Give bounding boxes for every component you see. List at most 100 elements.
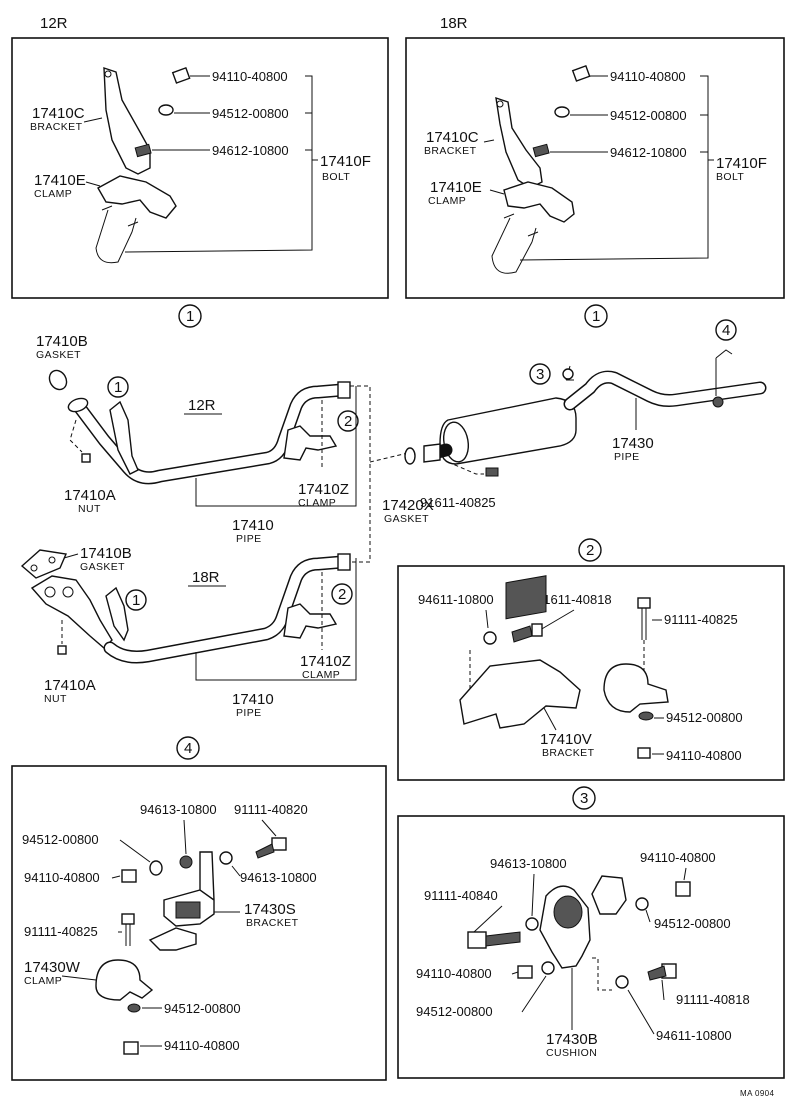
d4-nut-94110-b-label: 94110-40800: [164, 1038, 240, 1053]
inset-12r: 12R 94110-40800 94512-00800 94612-10800 …: [11, 15, 389, 328]
detail-3-circle: [572, 786, 596, 810]
inset-12r-clamp-code: 17410E: [34, 172, 86, 189]
d3-nut-94110-b-label: 94110-40800: [416, 966, 492, 981]
inset-18r-clamp-name: CLAMP: [428, 195, 466, 207]
gasket-18r-name: GASKET: [80, 561, 125, 573]
inset-12r-ref-number: 1: [186, 308, 194, 325]
d4-clamp-drawing: [95, 959, 154, 1001]
pipe-18r-assembly: 17410B GASKET 1 17410A NUT 18R 2 17410 P…: [20, 545, 357, 719]
tail-pipe-code: 17430: [612, 435, 654, 452]
muffler-assembly: 17420X GASKET 3 4 91611-40825 17430 PIPE: [382, 319, 767, 525]
d3-bolt-91111-840-label: 91111-40840: [424, 888, 498, 903]
d2-nut-icon: [637, 747, 651, 759]
detail-2-circle: [578, 538, 602, 562]
d4-washer-94613-b-label: 94613-10800: [240, 870, 317, 885]
inset-18r-bolt-name: BOLT: [716, 171, 744, 183]
ref-number-1-12r: 1: [114, 379, 122, 396]
d3-bolt-91111-818-label: 91111-40818: [676, 992, 750, 1007]
model-12r-label: 12R: [188, 397, 216, 414]
gasket-x-code: 17420X: [382, 497, 434, 514]
d3-nut-94110-a-label: 94110-40800: [640, 850, 716, 865]
joint-dashed-lines: [350, 385, 413, 563]
inset-12r-frame: [11, 37, 389, 299]
tail-pipe-name: PIPE: [614, 451, 640, 463]
pipe-12r-name: PIPE: [236, 533, 262, 545]
gasket-x-name: GASKET: [384, 513, 429, 525]
gasket-x-icon: [404, 447, 416, 465]
nut-18r-code: 17410A: [44, 677, 96, 694]
inset-18r-frame: [405, 37, 785, 299]
d4-clamp-name: CLAMP: [24, 975, 62, 987]
d3-cushion-name: CUSHION: [546, 1047, 597, 1059]
inset-12r-washer-icon: [158, 104, 174, 116]
d3-washer-94512-a-label: 94512-00800: [654, 916, 731, 931]
inset-18r-washer-icon: [554, 106, 570, 118]
detail-4-number: 4: [184, 740, 192, 757]
inset-18r-ref-number: 1: [592, 308, 600, 325]
clamp-18r-code: 17410Z: [300, 653, 351, 670]
detail-2: 2 94611-10800 91611-40818 91111-40825 94…: [397, 538, 785, 781]
pipe-18r-code: 17410: [232, 691, 274, 708]
ref-number-3: 3: [536, 366, 544, 383]
ref-circle-2-18r: [331, 583, 353, 605]
d2-bolt-icon: [511, 625, 533, 643]
detail-4-circle: [176, 736, 200, 760]
clamp-12r-drawing: [283, 425, 338, 461]
inset-18r: 18R 94110-40800 94512-00800 94612-10800 …: [405, 15, 785, 328]
d4-bolt-91111-820-label: 91111-40820: [234, 802, 308, 817]
ref-number-4: 4: [722, 322, 730, 339]
d4-washer-94613-label: 94613-10800: [140, 802, 217, 817]
d3-washer-94613-label: 94613-10800: [490, 856, 567, 871]
inset-12r-bracket-code: 17410C: [32, 105, 85, 122]
d4-washer-b-icon: [219, 851, 233, 865]
pipe-12r-assembly: 17410B GASKET 1 17410A NUT 12R 2 17410 P…: [36, 333, 359, 545]
d2-nut-94110-label: 94110-40800: [666, 748, 742, 763]
d4-nut-b-icon: [123, 1041, 139, 1055]
d4-bracket-code: 17430S: [244, 901, 296, 918]
inset-18r-washer-label: 94512-00800: [610, 108, 687, 123]
detail-2-number: 2: [586, 542, 594, 559]
pipe-12r-code: 17410: [232, 517, 274, 534]
pipe-18r-name: PIPE: [236, 707, 262, 719]
pipe-12r-flange: [337, 381, 351, 399]
inset-12r-nut-label: 94110-40800: [212, 69, 288, 84]
model-18r-label: 18R: [192, 569, 220, 586]
nut-12r-icon: [81, 453, 91, 463]
figure-code: MA 0904: [740, 1089, 775, 1098]
gasket-12r-code: 17410B: [36, 333, 88, 350]
detail-4-frame: [11, 765, 387, 1081]
nut-18r-name: NUT: [44, 693, 67, 705]
nut-12r-code: 17410A: [64, 487, 116, 504]
inset-18r-bolt-code: 17410F: [716, 155, 767, 172]
d3-nut-a-icon: [675, 881, 691, 897]
ref-circle-1-18r: [125, 589, 147, 611]
inset-12r-title: 12R: [40, 15, 68, 32]
d3-bolt-840-head-icon: [467, 931, 487, 949]
inset-12r-bracket-drawing: [103, 67, 151, 175]
gasket-18r-code: 17410B: [80, 545, 132, 562]
inset-18r-nut-label: 94110-40800: [610, 69, 686, 84]
d4-bolt-825-icon: [121, 913, 135, 925]
d4-washer-94512-a-label: 94512-00800: [22, 832, 99, 847]
d4-washer-94512-b-label: 94512-00800: [164, 1001, 241, 1016]
d2-washer-icon: [483, 631, 497, 645]
inset-18r-clamp-drawing: [503, 181, 575, 223]
ref-number-1-18r: 1: [132, 592, 140, 609]
inset-12r-nut-icon: [171, 67, 191, 84]
muffler-hanger-icon: [562, 368, 574, 380]
d4-washer-94613-icon: [179, 855, 193, 869]
inset-18r-clamp-code: 17410E: [430, 179, 482, 196]
d4-clamp-code: 17430W: [24, 959, 81, 976]
bolt-91611-40825-label: 91611-40825: [420, 495, 496, 510]
inset-12r-bolt-icon: [134, 143, 152, 158]
pipe-18r-flange: [337, 553, 351, 571]
d3-washer-94512-a-icon: [635, 897, 649, 911]
inset-12r-ref-circle: [178, 304, 202, 328]
inset-12r-clamp-drawing: [97, 175, 177, 219]
d2-bracket-code: 17410V: [540, 731, 592, 748]
inset-18r-title: 18R: [440, 15, 468, 32]
d2-washer-94611-label: 94611-10800: [418, 592, 494, 607]
inset-12r-washer-label: 94512-00800: [212, 106, 289, 121]
clamp-18r-drawing: [283, 603, 338, 639]
